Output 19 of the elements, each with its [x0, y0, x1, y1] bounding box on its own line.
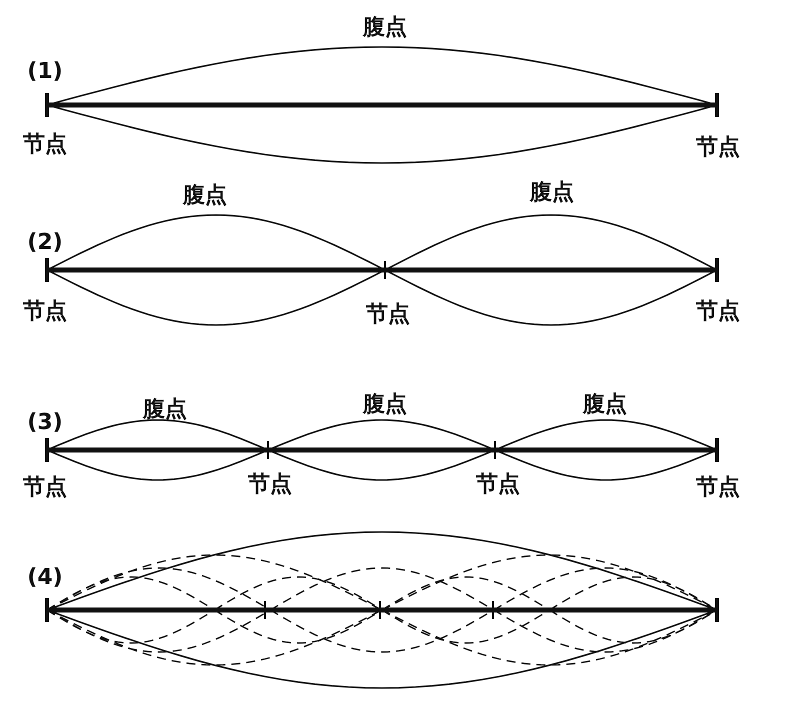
node-label: 节点 [366, 304, 410, 326]
panel-number: (4) [27, 567, 63, 589]
panel-number: (3) [27, 412, 63, 434]
panel-number: (1) [27, 61, 63, 83]
node-label: 节点 [696, 137, 740, 159]
node-label: 节点 [23, 477, 67, 499]
antinode-label: 腹点 [183, 185, 227, 207]
node-label: 节点 [696, 301, 740, 323]
node-label: 节点 [23, 301, 67, 323]
node-label: 节点 [696, 477, 740, 499]
antinode-label: 腹点 [530, 182, 574, 204]
node-label: 节点 [248, 474, 292, 496]
antinode-label: 腹点 [143, 399, 187, 421]
node-label: 节点 [23, 134, 67, 156]
antinode-label: 腹点 [363, 394, 407, 416]
node-label: 节点 [476, 474, 520, 496]
antinode-label: 腹点 [363, 17, 407, 39]
antinode-label: 腹点 [583, 394, 627, 416]
panel-number: (2) [27, 232, 63, 254]
